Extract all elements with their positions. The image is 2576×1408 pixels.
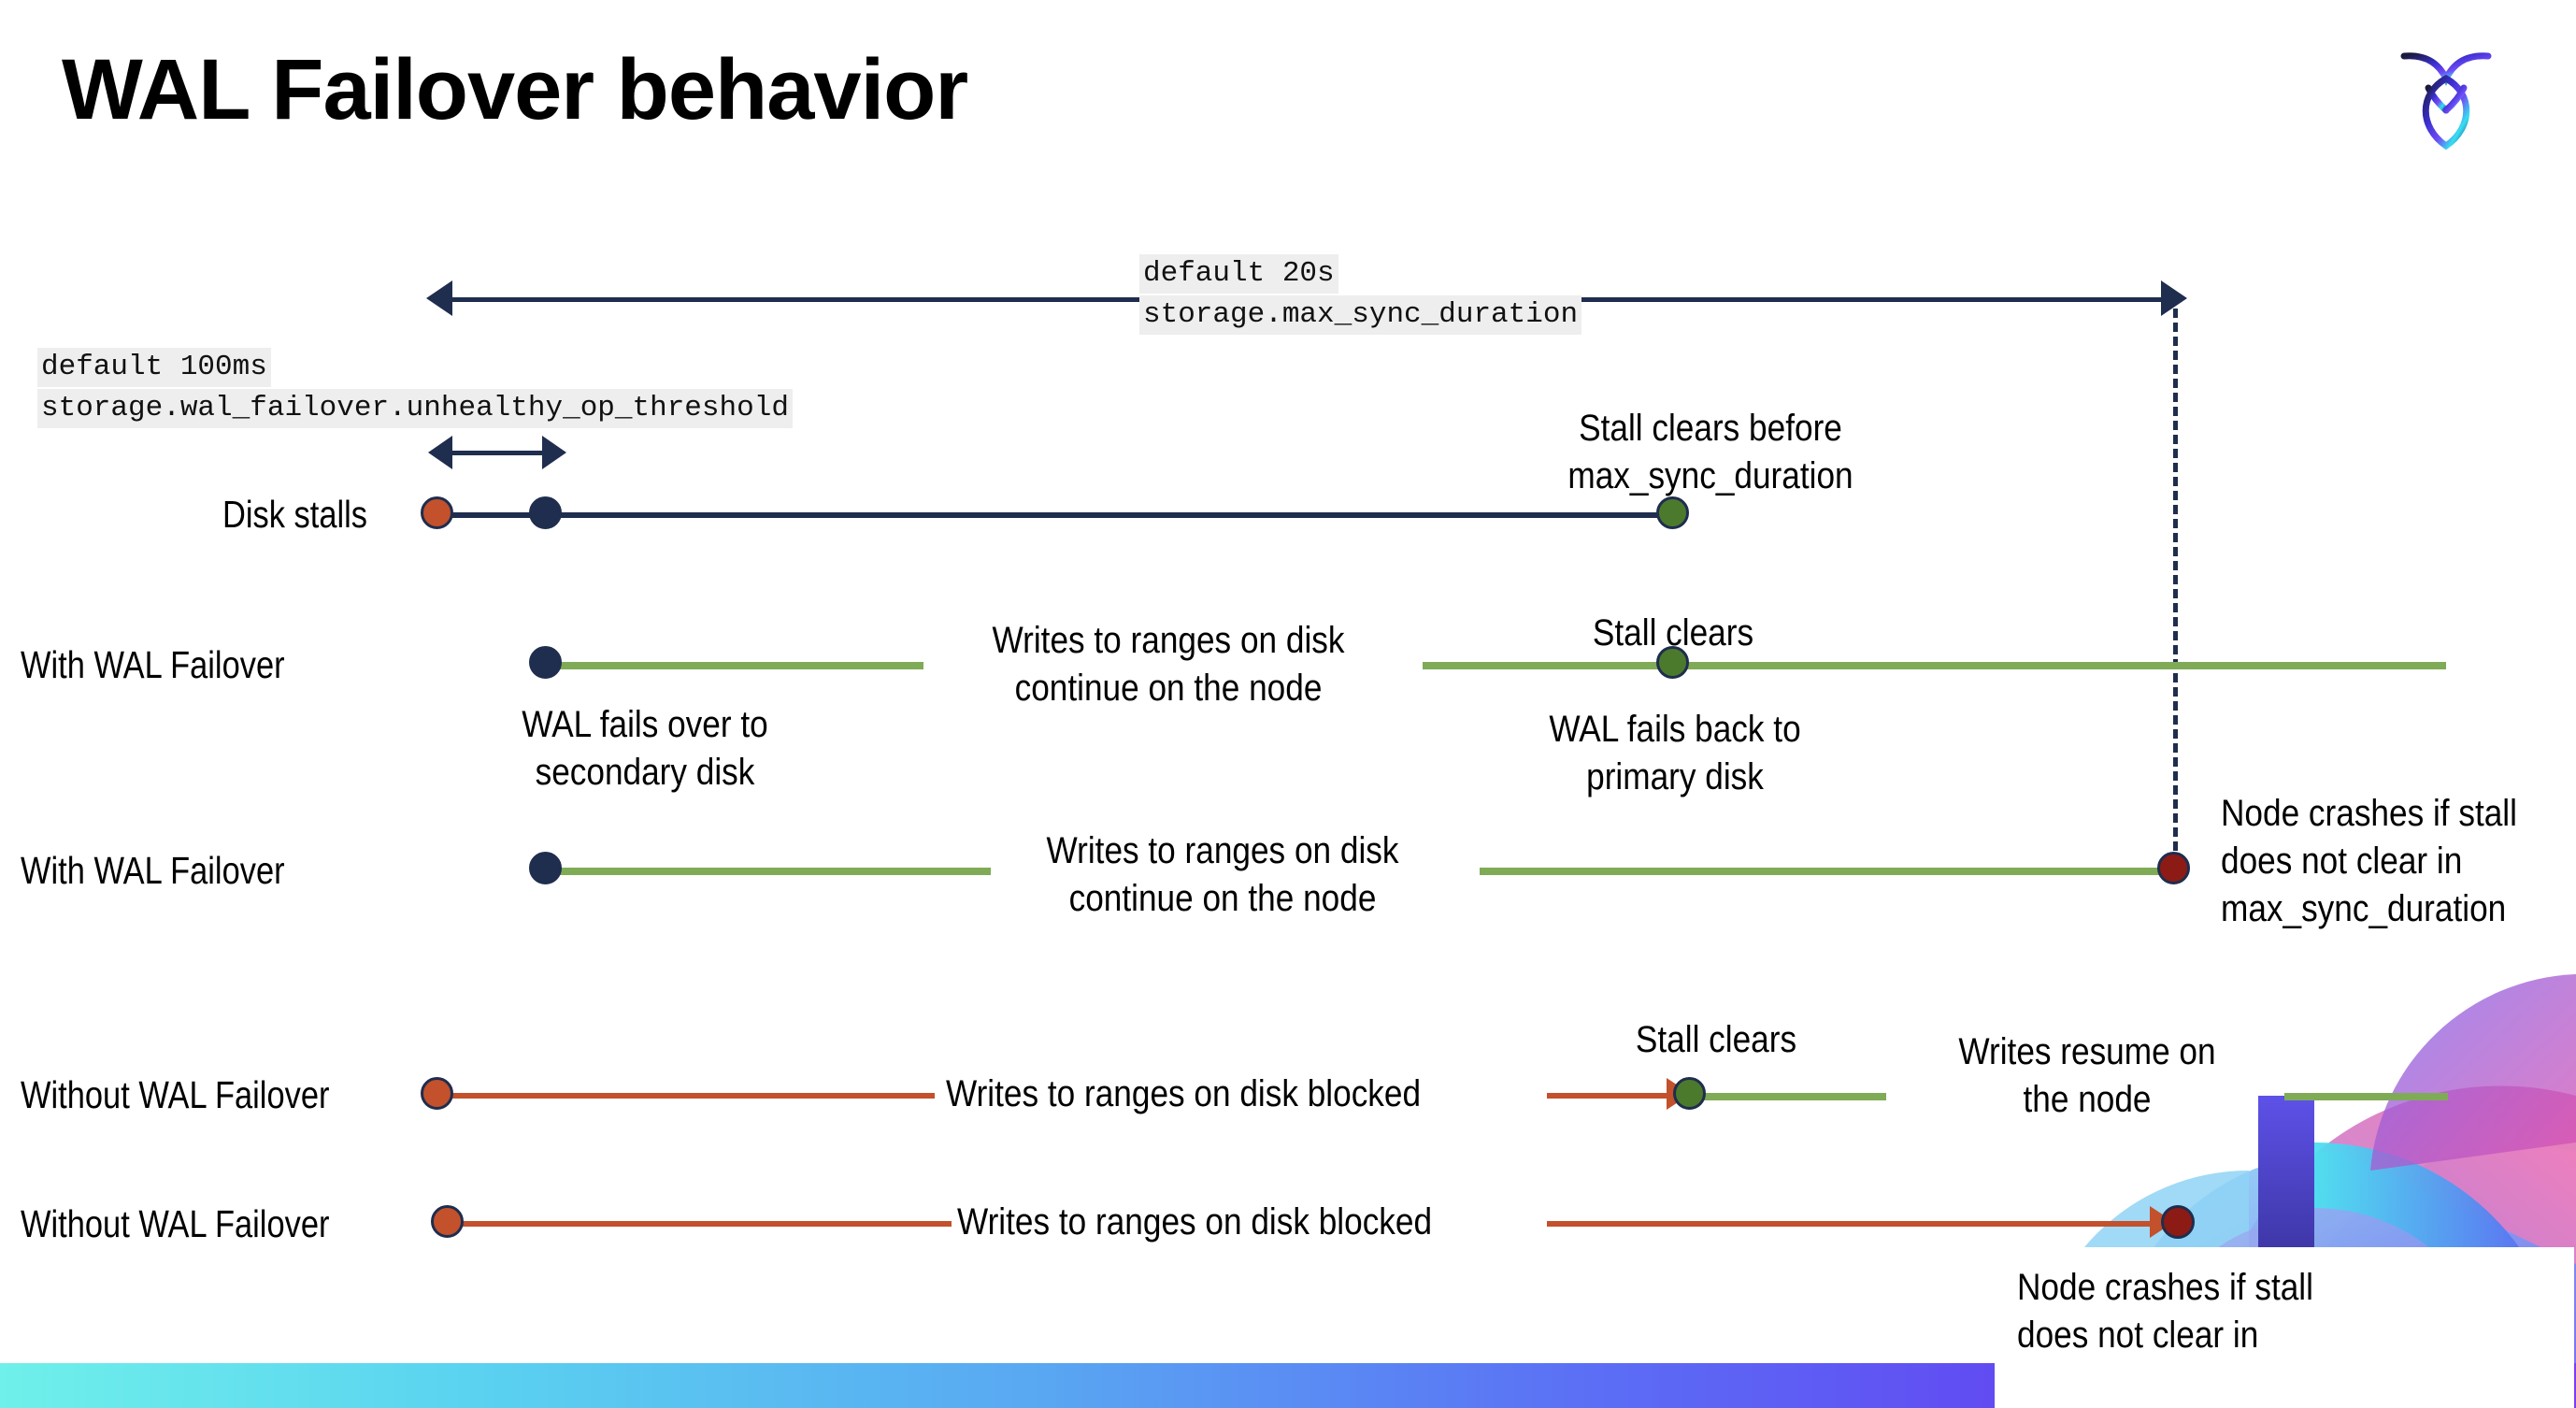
unhealthy-op-span-line: [446, 451, 551, 455]
wal-failover-2-node-crash-dot: [2157, 852, 2190, 884]
without-wal-2-node-crash-dot: [2161, 1205, 2195, 1239]
wal-failover-1-segment-b: [1423, 662, 2446, 669]
row-label-with-wal-failover-2: With WAL Failover: [21, 849, 285, 892]
note-text: Stall clears: [1635, 1019, 1797, 1060]
unhealthy-op-default-label: default 100ms: [37, 348, 271, 388]
without-wal-1-resume-line-b: [2284, 1093, 2448, 1100]
row-label-without-wal-failover-1: Without WAL Failover: [21, 1073, 330, 1116]
without-wal-2-start-dot: [431, 1205, 464, 1238]
wal-failover-1-segment-a: [542, 662, 923, 669]
max-sync-setting-label: storage.max_sync_duration: [1139, 295, 1582, 336]
max-sync-default-label: default 20s: [1139, 254, 1338, 295]
wal-failover-2-start-dot: [529, 852, 562, 884]
note-text: Writes to ranges on disk blocked: [957, 1201, 1433, 1243]
note-wal-fails-over: WAL fails over to secondary disk: [489, 701, 801, 797]
note-text: Writes to ranges on disk continue on the…: [992, 620, 1345, 710]
note-writes-continue-2: Writes to ranges on disk continue on the…: [1021, 827, 1424, 923]
max-sync-boundary-dashed-line: [2173, 309, 2178, 879]
wal-failover-1-stall-clear-dot: [1656, 646, 1689, 679]
cockroachdb-logo-icon: [2400, 52, 2492, 151]
note-text: Stall clears before max_sync_duration: [1567, 408, 1853, 497]
note-text: Writes to ranges on disk blocked: [946, 1073, 1422, 1114]
page-title: WAL Failover behavior: [62, 42, 968, 137]
wal-failover-1-start-dot: [529, 646, 562, 679]
note-writes-continue-1: Writes to ranges on disk continue on the…: [963, 617, 1374, 712]
row-label-disk-stalls: Disk stalls: [222, 493, 368, 536]
disk-stall-start-dot: [421, 496, 453, 529]
note-stall-clears-before: Stall clears before max_sync_duration: [1554, 405, 1867, 500]
without-wal-1-resume-line-a: [1703, 1093, 1886, 1100]
disk-stall-clear-dot: [1656, 496, 1689, 529]
bottom-bar-notch: [1995, 1363, 2574, 1408]
unhealthy-op-setting-label: storage.wal_failover.unhealthy_op_thresh…: [37, 389, 793, 429]
without-wal-1-start-dot: [421, 1077, 453, 1110]
note-writes-blocked-2: Writes to ranges on disk blocked: [957, 1199, 1483, 1246]
without-wal-2-blocked-line: [447, 1221, 952, 1227]
unhealthy-op-right-arrowhead: [542, 436, 566, 469]
note-text: Stall clears: [1592, 612, 1754, 654]
note-stall-clears-2: Stall clears: [1610, 1016, 1824, 1064]
note-text: WAL fails over to secondary disk: [522, 704, 768, 794]
note-text: Writes to ranges on disk continue on the…: [1046, 830, 1399, 920]
note-node-crashes-1: Node crashes if stall does not clear in …: [2221, 790, 2550, 934]
max-sync-left-arrowhead: [426, 280, 452, 316]
note-text: Node crashes if stall does not clear in …: [2221, 793, 2517, 930]
row-label-without-wal-failover-2: Without WAL Failover: [21, 1202, 330, 1245]
without-wal-1-blocked-line: [435, 1093, 935, 1099]
row-label-with-wal-failover-1: With WAL Failover: [21, 643, 285, 686]
disk-failover-trigger-dot: [529, 496, 562, 529]
note-writes-resume: Writes resume on the node: [1943, 1028, 2231, 1124]
without-wal-1-stall-clear-dot: [1673, 1077, 1706, 1110]
without-wal-2-blocked-line-2: [1547, 1221, 2154, 1227]
wal-failover-2-segment-b: [1480, 868, 2176, 875]
note-stall-clears-1: Stall clears: [1567, 610, 1781, 657]
note-wal-fails-back: WAL fails back to primary disk: [1535, 706, 1814, 801]
note-text: Writes resume on the node: [1958, 1031, 2216, 1121]
note-text: WAL fails back to primary disk: [1549, 709, 1801, 798]
without-wal-1-blocked-line-2: [1547, 1093, 1668, 1099]
unhealthy-op-left-arrowhead: [428, 436, 452, 469]
wal-failover-2-segment-a: [542, 868, 991, 875]
note-writes-blocked-1: Writes to ranges on disk blocked: [946, 1070, 1472, 1118]
disk-stalls-timeline: [435, 512, 1673, 518]
